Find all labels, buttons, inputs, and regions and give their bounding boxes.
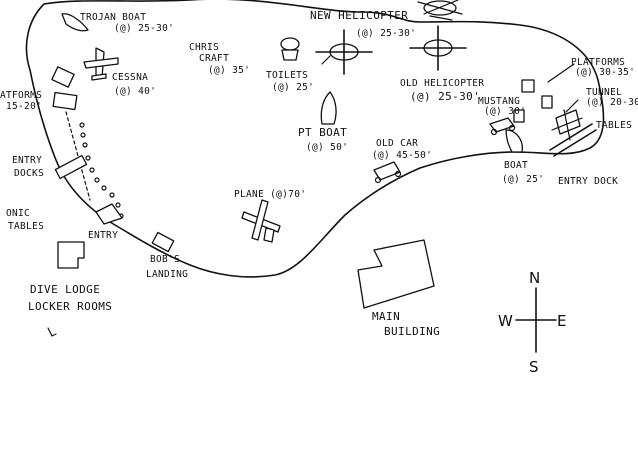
east-tables-label: TABLES [596, 120, 632, 131]
locker-rooms-label: LOCKER ROOMS [28, 300, 112, 313]
stray-mark [47, 327, 57, 337]
picnic-tables-label-2: TABLES [8, 221, 44, 232]
cessna-depth: (@) 40' [114, 86, 156, 97]
entry-dock-label: ENTRY DOCK [558, 176, 618, 187]
east-platform-1 [521, 79, 535, 93]
picnic-tables-label-1: ONIC [6, 208, 30, 219]
mustang-car-icon [489, 117, 516, 136]
toilets-label: TOILETS [266, 70, 308, 81]
tunnel-label: TUNNEL [586, 87, 622, 98]
compass-rose: N S W E [498, 269, 566, 376]
lake-shoreline [25, 0, 605, 278]
trojan-boat-depth: (@) 25-30' [114, 23, 174, 34]
shoreline-buoys [79, 122, 124, 219]
main-building-label-1: MAIN [372, 310, 400, 323]
old-car-icon [373, 161, 402, 184]
dive-lodge-building [57, 241, 85, 269]
old-helicopter-icon [409, 25, 467, 71]
pt-boat-label: PT BOAT [298, 126, 347, 139]
old-helicopter-depth: (@) 25-30' [410, 90, 480, 103]
cessna-label: CESSNA [112, 72, 148, 83]
bobs-landing-icon [151, 231, 175, 253]
mustang-label: MUSTANG [478, 96, 520, 107]
new-helicopter-depth: (@) 25-30' [356, 28, 416, 39]
boat-icon [505, 129, 523, 153]
platforms-pointer [547, 63, 575, 83]
compass-west: W [498, 312, 513, 330]
tunnel-depth: (@) 20-30' [586, 97, 638, 108]
compass-south: S [529, 358, 539, 376]
cessna-plane-icon [83, 47, 119, 81]
chris-craft-label-2: CRAFT [199, 53, 229, 64]
boat-label: BOAT [504, 160, 528, 171]
entry-docks-label-1: ENTRY [12, 155, 42, 166]
helicopter-silhouette-icon [315, 29, 373, 75]
entry-label: ENTRY [88, 230, 118, 241]
west-platforms-label: ATFORMS [0, 90, 42, 101]
entry-dock-icon [549, 123, 597, 157]
main-building-label-2: BUILDING [384, 325, 440, 338]
bobs-landing-label-2: LANDING [146, 269, 188, 280]
trojan-boat-label: TROJAN BOAT [80, 12, 146, 23]
old-car-depth: (@) 45-50' [372, 150, 432, 161]
mustang-depth: (@) 30' [484, 106, 526, 117]
toilets-depth: (@) 25' [272, 82, 314, 93]
toilet-icon [280, 37, 300, 61]
plane-label: PLANE (@)70' [234, 189, 306, 200]
dock-line [65, 111, 91, 201]
old-car-label: OLD CAR [376, 138, 418, 149]
entry-docks-label-2: DOCKS [14, 168, 44, 179]
west-platform-1 [51, 66, 75, 88]
compass-north: N [529, 269, 540, 287]
new-helicopter-icon [417, 0, 463, 21]
pt-boat-depth: (@) 50' [306, 142, 348, 153]
east-tables-icon [551, 109, 583, 141]
new-helicopter-label: NEW HELICOPTER [310, 9, 408, 22]
entry-platform-icon [95, 203, 123, 225]
platforms-depth: (@) 30-35' [575, 67, 635, 78]
platforms-label: PLATFORMS [571, 57, 625, 68]
main-building [357, 239, 435, 309]
east-platform-3 [513, 109, 525, 123]
west-platforms-depth: 15-20' [6, 101, 42, 112]
compass-east: E [557, 312, 566, 330]
plane-icon [241, 199, 281, 243]
entry-docks-icon [54, 154, 88, 180]
pt-boat-icon [320, 91, 337, 125]
boat-depth: (@) 25' [502, 174, 544, 185]
bobs-landing-label-1: BOB'S [150, 254, 180, 265]
tunnel-pointer [565, 99, 579, 113]
dive-lodge-label: DIVE LODGE [30, 283, 100, 296]
trojan-boat-icon [61, 13, 89, 32]
chris-craft-label-1: CHRIS [189, 42, 219, 53]
old-helicopter-label: OLD HELICOPTER [400, 78, 484, 89]
west-platform-2 [52, 91, 78, 111]
chris-craft-depth: (@) 35' [208, 65, 250, 76]
east-platform-2 [541, 95, 553, 109]
